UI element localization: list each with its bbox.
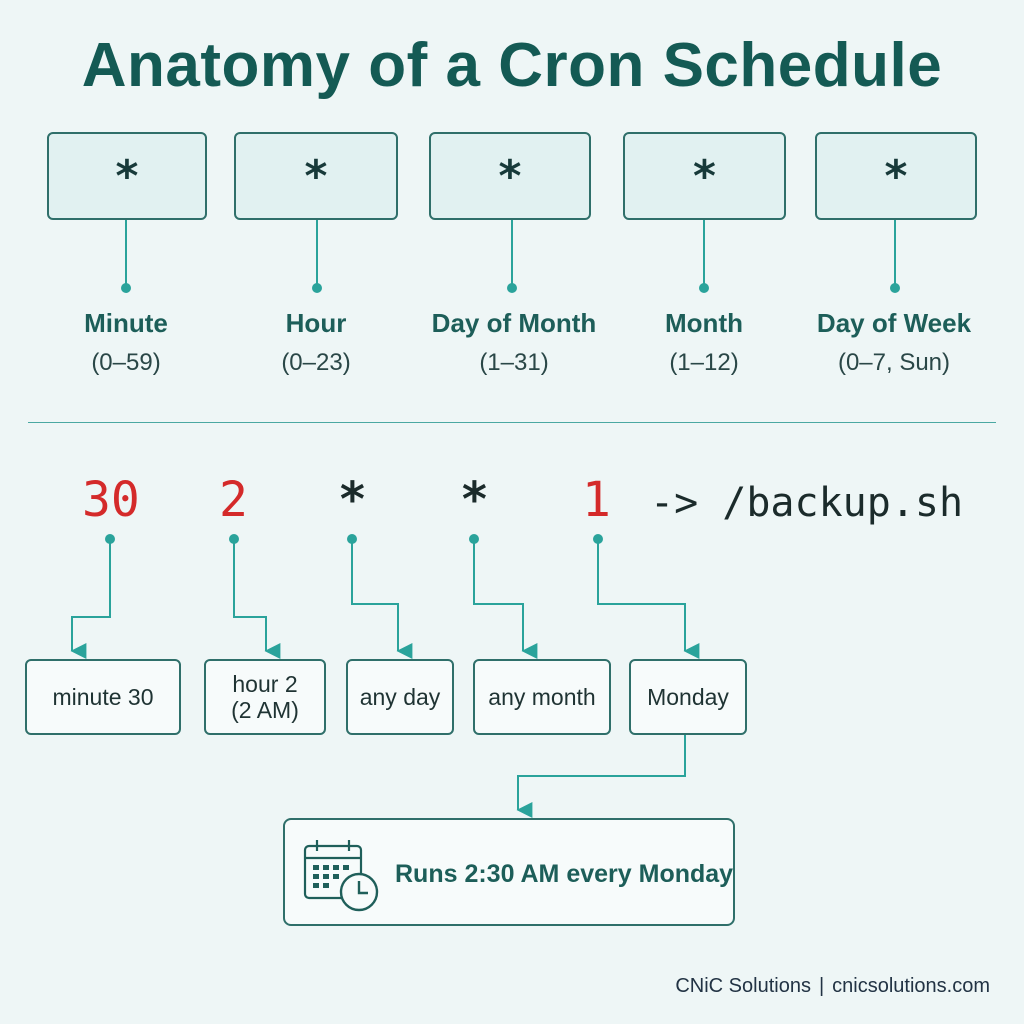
connector-dot (890, 283, 900, 293)
footer: CNiC Solutions | cnicsolutions.com (675, 975, 990, 998)
token-connector (473, 539, 538, 659)
example-token-hour: 2 (219, 472, 248, 528)
meaning-box-day-of-month: any day (346, 659, 454, 735)
meaning-line-detail: (2 AM) (231, 697, 299, 723)
footer-brand: CNiC Solutions (675, 975, 811, 997)
result-connector (516, 735, 686, 818)
example-token-day-of-month: * (338, 472, 367, 528)
meaning-box-minute: minute 30 (25, 659, 181, 735)
connector-dot (312, 283, 322, 293)
meaning-box-day-of-week: Monday (629, 659, 747, 735)
section-divider (28, 422, 996, 423)
connector-dot (507, 283, 517, 293)
page-title: Anatomy of a Cron Schedule (81, 31, 943, 100)
field-name-day-of-week: Day of Week (816, 308, 972, 338)
field-name-minute: Minute (84, 308, 168, 338)
token-connector (70, 539, 111, 659)
field-symbol: * (882, 150, 910, 202)
connector-dot (469, 534, 479, 544)
field-symbol: * (302, 150, 330, 202)
field-box-minute: * (47, 132, 207, 220)
token-connector (351, 539, 413, 659)
connector-dot (699, 283, 709, 293)
token-connector (233, 539, 281, 659)
field-symbol: * (496, 150, 524, 202)
field-range-day-of-month: (1–31) (479, 349, 549, 376)
meaning-line: any month (488, 684, 596, 710)
field-name-month: Month (665, 308, 743, 338)
connector-dot (121, 283, 131, 293)
field-box-day-of-month: * (429, 132, 591, 220)
field-range-minute: (0–59) (91, 349, 161, 376)
field-name-hour: Hour (285, 308, 347, 338)
connector-dot (347, 534, 357, 544)
token-connector (597, 539, 700, 659)
connector-dot (105, 534, 115, 544)
field-box-month: * (623, 132, 786, 220)
field-range-month: (1–12) (669, 349, 739, 376)
meaning-line: any day (359, 684, 441, 710)
field-symbol: * (691, 150, 718, 202)
example-token-month: * (460, 472, 489, 528)
field-range-hour: (0–23) (281, 349, 351, 376)
result-text: Runs 2:30 AM every Monday (395, 860, 734, 888)
meaning-line: hour 2 (232, 671, 298, 697)
example-command: -> /backup.sh (650, 480, 964, 526)
field-name-day-of-month: Day of Month (431, 308, 597, 338)
meaning-line: minute 30 (52, 684, 154, 710)
field-symbol: * (113, 150, 141, 202)
footer-separator: | (818, 975, 825, 997)
field-range-day-of-week: (0–7, Sun) (837, 349, 951, 376)
example-token-minute: 30 (82, 472, 140, 528)
connector-dot (229, 534, 239, 544)
footer-site-link[interactable]: cnicsolutions.com (832, 975, 990, 997)
result-box: Runs 2:30 AM every Monday (283, 818, 735, 926)
field-box-day-of-week: * (815, 132, 977, 220)
example-token-day-of-week: 1 (582, 472, 611, 528)
field-box-hour: * (234, 132, 398, 220)
meaning-box-hour: hour 2 (2 AM) (204, 659, 326, 735)
meaning-line: Monday (647, 684, 729, 710)
connector-dot (593, 534, 603, 544)
calendar-clock-icon (303, 840, 379, 912)
meaning-box-month: any month (473, 659, 611, 735)
